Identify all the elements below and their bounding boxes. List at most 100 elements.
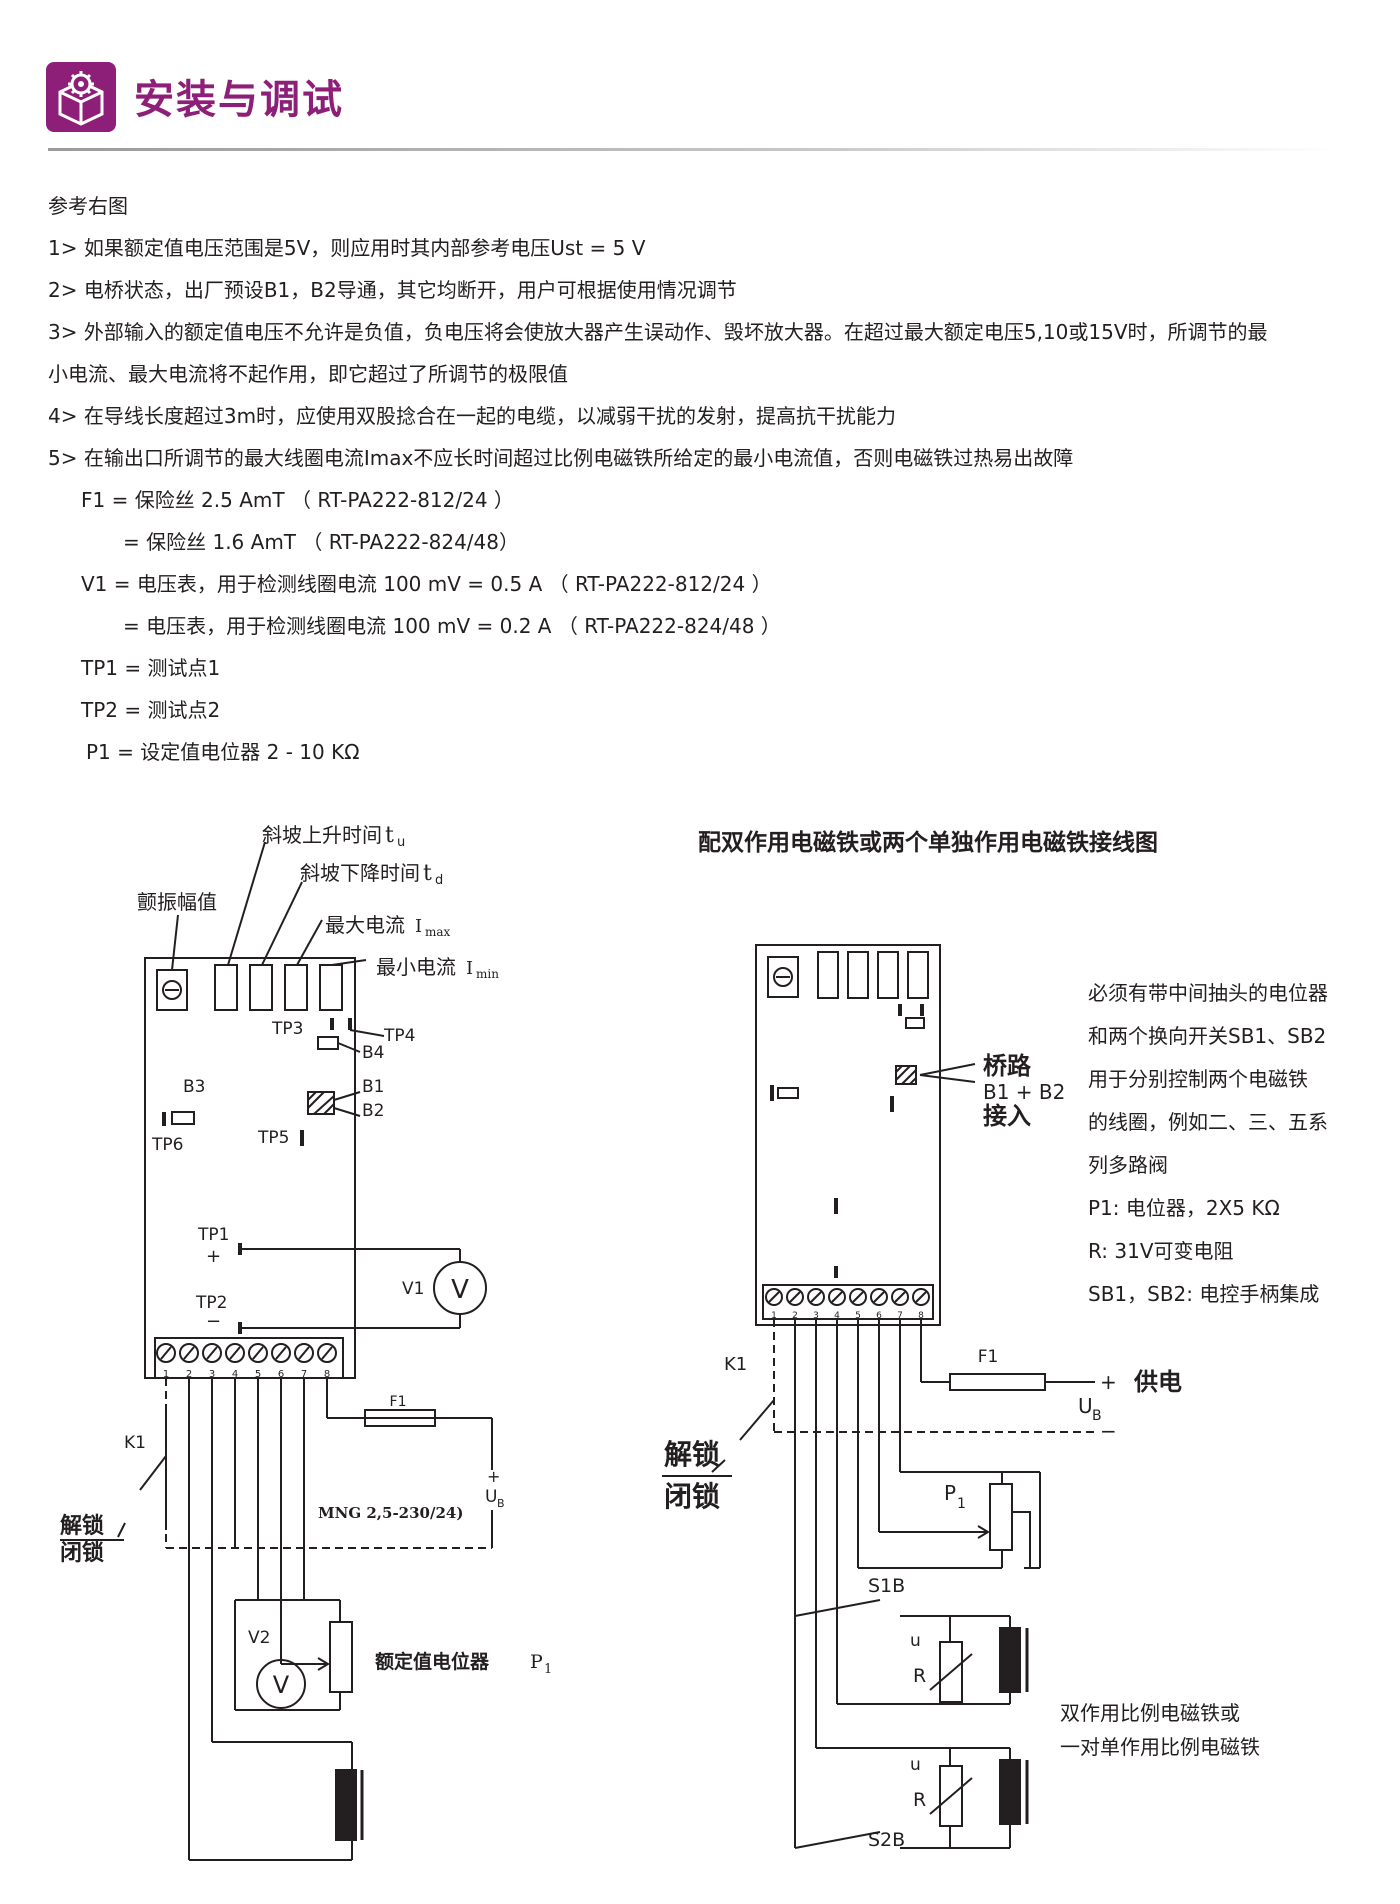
note-item-3a: 3> 外部输入的额定值电压不允许是负值，负电压将会使放大器产生误动作、毁坏放大器…	[48, 320, 1268, 344]
label-tp3: TP3	[271, 1019, 303, 1039]
right-potentiometer-p1	[989, 1483, 1013, 1551]
solenoid-coil	[335, 1769, 357, 1841]
wiring-diagrams: 斜坡上升时间 t u 斜坡下降时间 t d 颤振幅值 最大电流 I max 最小…	[60, 823, 1328, 1861]
label-f1: F1	[390, 1394, 407, 1410]
label-ub-plus: +	[487, 1467, 500, 1486]
terminal-label-1: 1	[163, 1369, 169, 1380]
label-ramp-down-sym: t	[423, 861, 432, 886]
label-r1: R	[913, 1665, 926, 1687]
label-setpoint-pot: 额定值电位器	[375, 1650, 490, 1673]
header-icon	[46, 62, 116, 132]
right-label-k1: K1	[724, 1354, 747, 1375]
note-item-4: 4> 在导线长度超过3m时，应使用双股捻合在一起的电缆，以减弱干扰的发射，提高抗…	[48, 404, 897, 428]
right-note-2: 和两个换向开关SB1、SB2	[1088, 1024, 1326, 1048]
right-label-minus: −	[1100, 1419, 1117, 1443]
right-note-7: R: 31V可变电阻	[1088, 1239, 1234, 1263]
label-s1b: S1B	[868, 1575, 905, 1597]
terminal-label-8: 8	[324, 1369, 330, 1380]
right-wiring-diagram	[662, 944, 1095, 1849]
terminal-label-4: 4	[232, 1369, 238, 1380]
note-tp2: TP2 = 测试点2	[81, 698, 221, 722]
right-note-4: 的线圈，例如二、三、五系	[1088, 1110, 1328, 1134]
label-b4: B4	[362, 1043, 384, 1063]
right-terminal-label-1: 1	[771, 1311, 777, 1321]
label-tp6: TP6	[151, 1135, 183, 1155]
label-ub: U	[485, 1487, 497, 1507]
right-label-lock: 闭锁	[664, 1480, 720, 1513]
label-imax-sym: I	[415, 916, 422, 937]
label-v1: V1	[402, 1279, 424, 1299]
right-terminal-screws	[765, 1288, 930, 1306]
note-tp1: TP1 = 测试点1	[81, 656, 221, 680]
solenoid-coil-b	[999, 1759, 1021, 1825]
terminal-label-6: 6	[278, 1369, 284, 1380]
right-dither-knob	[767, 956, 799, 998]
label-imax: 最大电流	[325, 913, 405, 937]
label-pot-sub: 1	[544, 1662, 552, 1677]
right-terminal-label-5: 5	[855, 1311, 861, 1321]
right-label-p1-sub: 1	[957, 1496, 966, 1512]
label-ramp-down-sub: d	[435, 873, 443, 888]
right-note-5: 列多路阀	[1088, 1153, 1168, 1177]
right-label-p1: P	[944, 1481, 956, 1505]
label-magnet-1: 双作用比例电磁铁或	[1060, 1701, 1240, 1725]
label-supply: 供电	[1133, 1367, 1182, 1396]
note-item-2: 2> 电桥状态，出厂预设B1，B2导通，其它均断开，用户可根据使用情况调节	[48, 278, 737, 302]
note-item-3b: 小电流、最大电流将不起作用，即它超过了所调节的极限值	[48, 362, 568, 386]
switch-s1b	[794, 1599, 881, 1617]
right-terminal-block	[762, 1284, 934, 1320]
label-bridge-1: 桥路	[983, 1051, 1032, 1080]
terminal-label-3: 3	[209, 1369, 215, 1380]
label-v2-symbol: V	[273, 1671, 290, 1699]
page-title: 安装与调试	[134, 77, 344, 123]
label-ramp-up-sub: u	[397, 835, 405, 850]
label-tp4: TP4	[383, 1026, 415, 1046]
label-imax-sub: max	[425, 925, 451, 939]
bridge-b1-b2	[307, 1091, 335, 1115]
right-note-3: 用于分别控制两个电磁铁	[1088, 1067, 1308, 1091]
label-imin-sub: min	[476, 967, 499, 981]
right-note-6: P1: 电位器，2X5 KΩ	[1088, 1196, 1280, 1220]
imax-adjuster	[284, 964, 308, 1011]
amplifier-module-box	[144, 957, 356, 1379]
label-ramp-up: 斜坡上升时间	[262, 823, 382, 847]
right-label-plus: +	[1100, 1370, 1117, 1394]
right-terminal-label-6: 6	[876, 1311, 882, 1321]
label-tp2: TP2	[195, 1293, 227, 1313]
terminal-screws	[156, 1343, 337, 1363]
note-item-1: 1> 如果额定值电压范围是5V，则应用时其内部参考电压Ust = 5 V	[48, 236, 646, 260]
imin-adjuster	[319, 964, 343, 1011]
right-terminal-label-2: 2	[792, 1311, 798, 1321]
right-label-ub-sub: B	[1092, 1408, 1102, 1424]
terminal-label-2: 2	[186, 1369, 192, 1380]
right-fuse-f1	[949, 1373, 1046, 1391]
right-terminal-label-4: 4	[834, 1311, 840, 1321]
label-b2: B2	[362, 1101, 384, 1121]
label-b1: B1	[362, 1077, 384, 1097]
label-u1: u	[910, 1631, 921, 1651]
left-wiring-diagram	[60, 841, 493, 1861]
box-gear-icon	[58, 71, 104, 126]
label-ramp-up-sym: t	[385, 823, 394, 848]
header-divider	[48, 148, 1338, 151]
label-tp2-sign: −	[206, 1311, 221, 1332]
terminal-block	[154, 1337, 344, 1379]
label-ub-sub: B	[497, 1497, 505, 1510]
label-ramp-down: 斜坡下降时间	[300, 861, 420, 885]
label-imin: 最小电流	[376, 955, 456, 979]
switch-k1	[139, 1455, 167, 1491]
label-model: MNG 2,5-230/24)	[318, 1504, 463, 1522]
label-unlock: 解锁	[60, 1513, 104, 1539]
ramp-down-adjuster	[249, 964, 273, 1011]
label-s2b: S2B	[868, 1829, 905, 1851]
right-terminal-label-3: 3	[813, 1311, 819, 1321]
note-v1-a: V1 = 电压表，用于检测线圈电流 100 mV = 0.5 A （ RT-PA…	[81, 572, 772, 596]
label-u2: u	[910, 1755, 921, 1775]
right-diagram-labels: 配双作用电磁铁或两个单独作用电磁铁接线图 桥路 B1 + B2 接入 1 2 3…	[664, 829, 1328, 1851]
ramp-up-adjuster	[214, 964, 238, 1011]
label-lock: 闭锁	[60, 1540, 104, 1566]
right-module-box	[755, 944, 941, 1326]
bridge-b4	[317, 1036, 339, 1050]
label-tp1-sign: +	[206, 1246, 221, 1267]
solenoid-coil-a	[999, 1627, 1021, 1693]
